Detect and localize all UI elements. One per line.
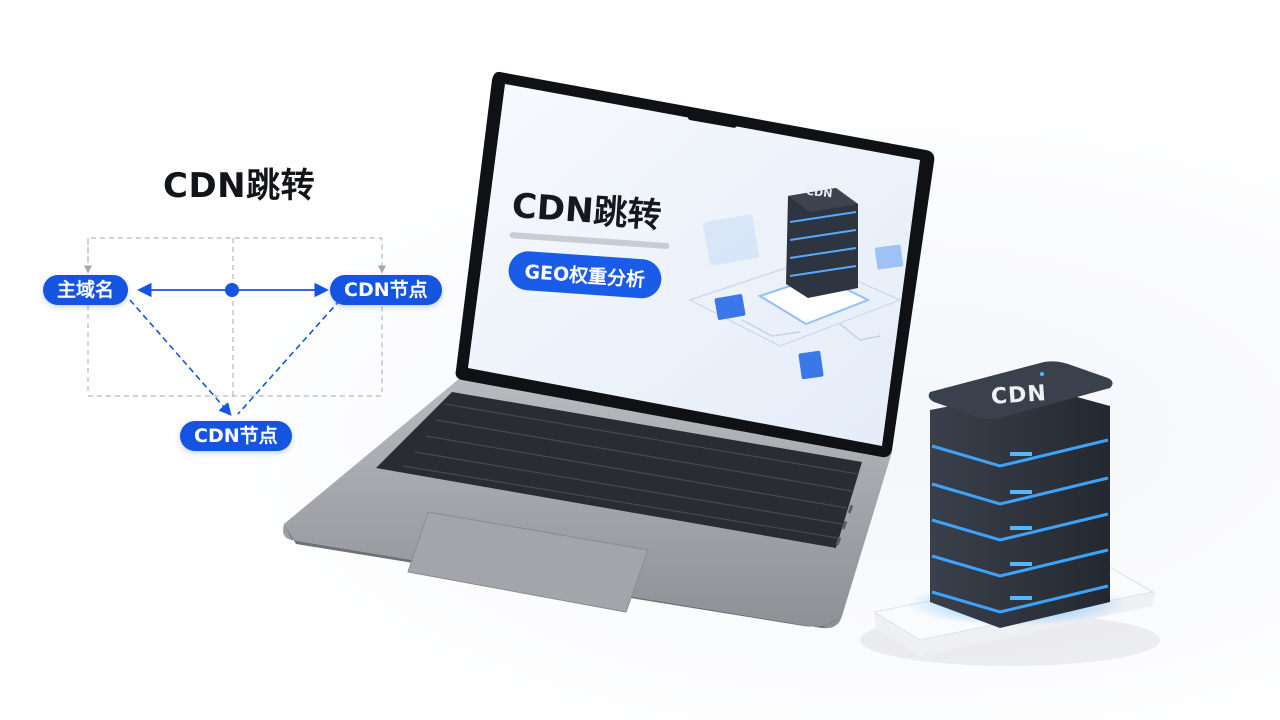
cdn-server-tower: [860, 361, 1160, 666]
cdn-node-right: CDN节点: [330, 275, 442, 305]
screen-title: CDN跳转: [510, 185, 663, 237]
main-domain-node: 主域名: [43, 275, 129, 305]
screen-network-illustration: [688, 188, 904, 380]
server-label: CDN: [990, 381, 1048, 410]
laptop-base: [283, 378, 892, 629]
center-dot: [225, 283, 239, 297]
right-diagonal-arrow: [237, 299, 341, 415]
left-diagonal-arrow: [129, 299, 232, 416]
cdn-node-bottom: CDN节点: [180, 421, 292, 451]
dashed-frame: [83, 237, 387, 397]
screen-server-label: CDN: [805, 184, 834, 201]
diagram-title: CDN跳转: [163, 166, 316, 206]
diagram-connectors: [83, 237, 387, 416]
laptop-lid: [455, 71, 935, 458]
